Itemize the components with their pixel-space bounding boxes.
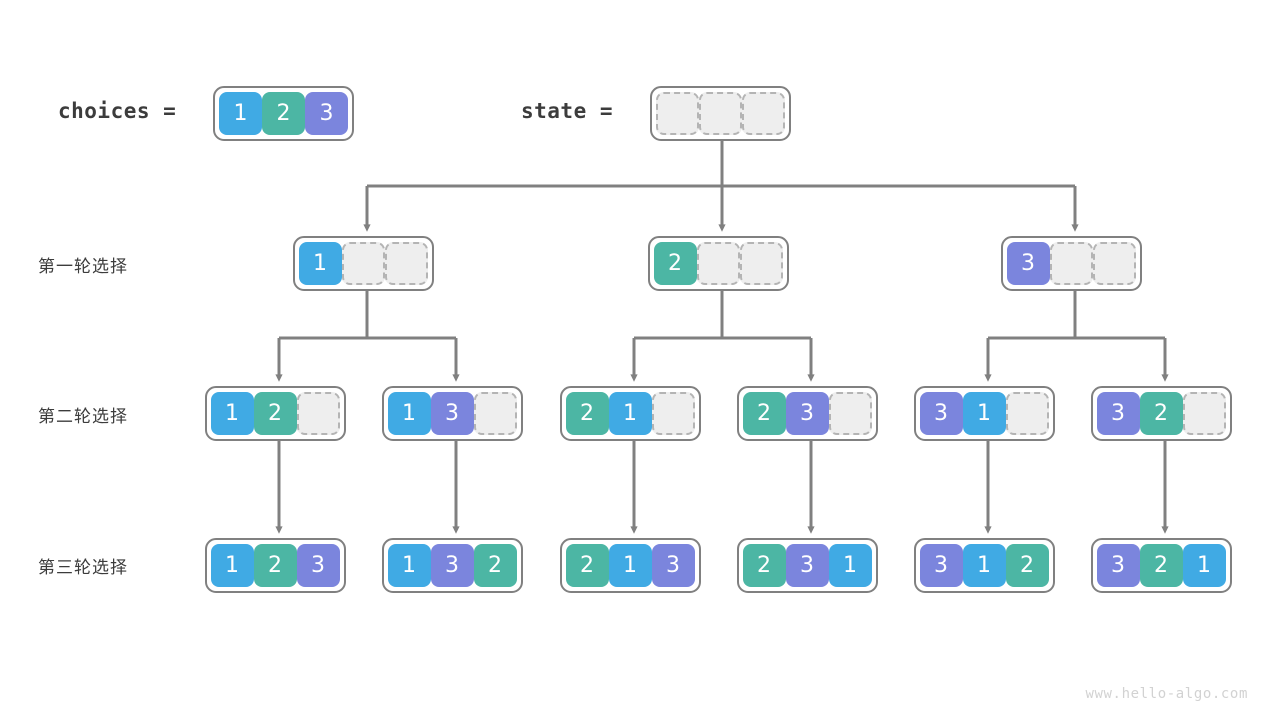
state-node-round-1: 3 [1000,236,1142,291]
array-cell-empty [699,92,742,135]
array-cell-value: 3 [430,392,474,435]
array-cell-value: 3 [1006,242,1050,285]
array-cell-value: 3 [919,392,963,435]
array-cell-empty [1005,392,1049,435]
array-cell-value: 2 [565,392,609,435]
array-cell-value: 2 [1005,544,1049,587]
array-cell-empty [828,392,872,435]
array-cell-value: 1 [608,544,652,587]
array-cell-empty [1049,242,1093,285]
array-cell-value: 1 [219,92,262,135]
array-cell-value: 3 [1096,392,1140,435]
array-cell-value: 1 [210,392,254,435]
array-cell-value: 1 [1182,544,1226,587]
array-cell-value: 3 [785,544,829,587]
array-cell-empty [651,392,695,435]
row-label-round-2: 第二轮选择 [38,407,128,427]
array-cell-value: 1 [962,392,1006,435]
array-cell-value: 1 [298,242,342,285]
array-cell-empty [341,242,385,285]
array-cell-value: 2 [742,544,786,587]
state-array [650,86,791,141]
array-cell-value: 1 [962,544,1006,587]
row-label-round-1: 第一轮选择 [38,257,128,277]
array-cell-value: 1 [387,544,431,587]
array-cell-value: 2 [565,544,609,587]
watermark: www.hello-algo.com [1085,686,1248,702]
array-cell-value: 1 [608,392,652,435]
row-label-round-3: 第三轮选择 [38,558,128,578]
array-cell-value: 2 [262,92,305,135]
array-cell-value: 3 [430,544,474,587]
array-cell-value: 1 [210,544,254,587]
array-cell-empty [296,392,340,435]
array-cell-value: 3 [651,544,695,587]
array-cell-value: 3 [296,544,340,587]
state-node-round-1: 1 [292,236,434,291]
array-cell-value: 3 [785,392,829,435]
array-cell-empty [742,92,785,135]
array-cell-value: 2 [1139,392,1183,435]
array-cell-value: 1 [387,392,431,435]
array-cell-value: 3 [919,544,963,587]
state-label: state = [521,99,614,123]
array-cell-value: 2 [253,392,297,435]
array-cell-empty [1092,242,1136,285]
array-cell-value: 2 [653,242,697,285]
array-cell-value: 3 [1096,544,1140,587]
array-cell-empty [696,242,740,285]
choices-label: choices = [58,99,177,123]
array-cell-value: 2 [253,544,297,587]
state-node-round-1: 2 [647,236,789,291]
array-cell-value: 2 [742,392,786,435]
array-cell-empty [473,392,517,435]
array-cell-value: 2 [473,544,517,587]
array-cell-value: 1 [828,544,872,587]
array-cell-value: 3 [305,92,348,135]
array-cell-value: 2 [1139,544,1183,587]
array-cell-empty [656,92,699,135]
array-cell-empty [1182,392,1226,435]
array-cell-empty [739,242,783,285]
array-cell-empty [384,242,428,285]
